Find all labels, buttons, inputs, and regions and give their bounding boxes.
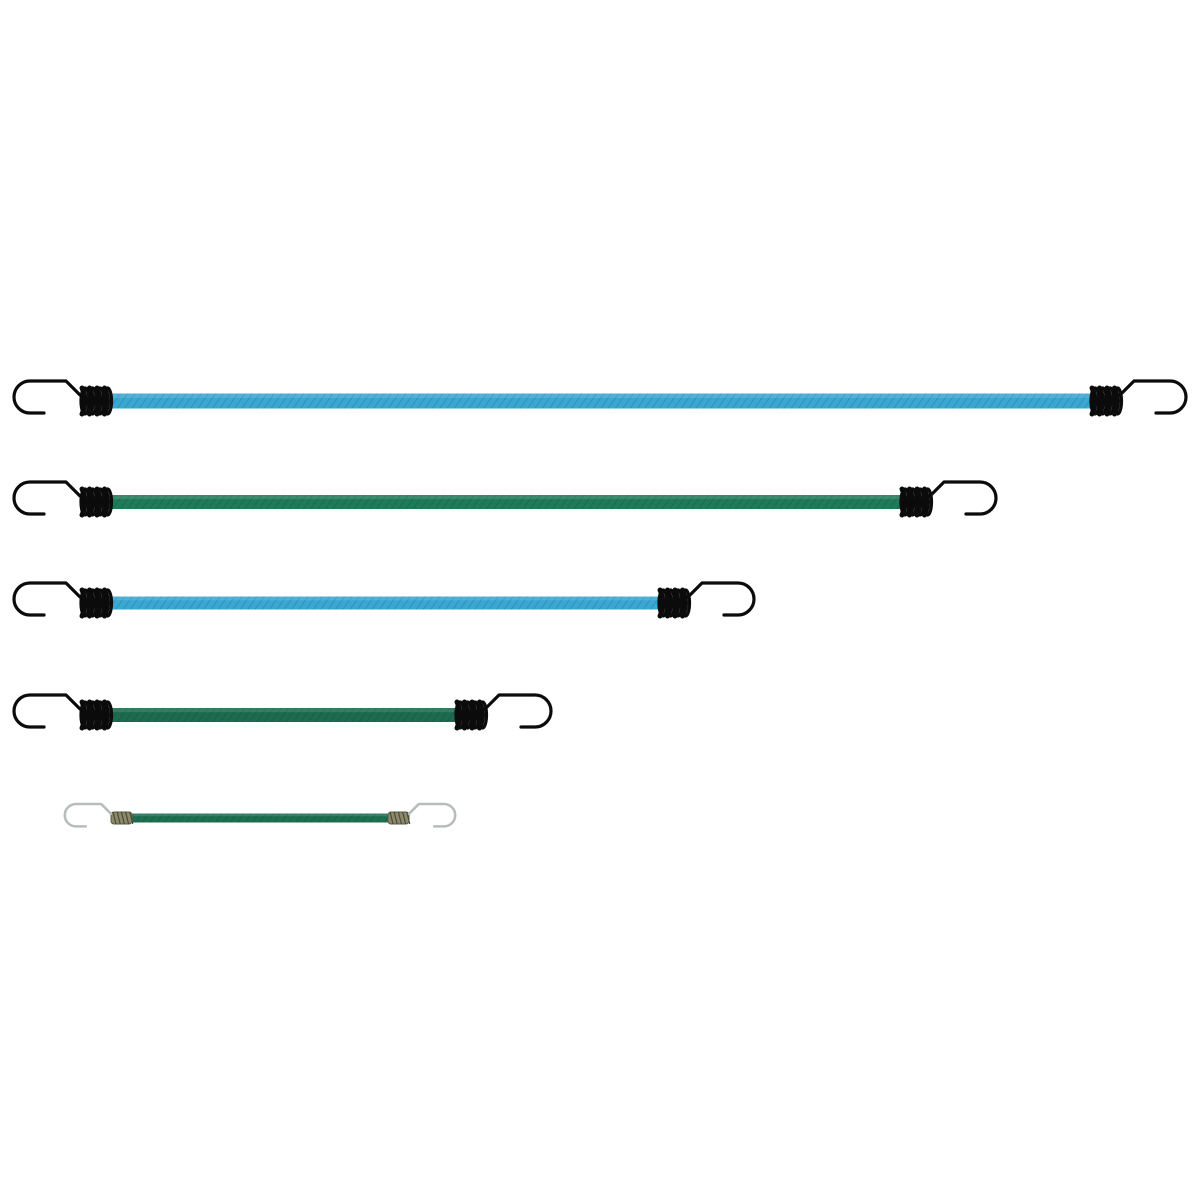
left-hook-icon [12, 693, 114, 731]
bungee-cord-3 [12, 581, 756, 619]
cords-layer [12, 379, 1188, 828]
right-hook-icon [1089, 379, 1188, 417]
bungee-cord-2 [12, 480, 998, 518]
cord-highlight [110, 708, 455, 713]
left-hook-icon [12, 581, 114, 619]
cord-highlight [110, 495, 900, 500]
bungee-cord-1 [12, 379, 1188, 417]
left-hook-icon [12, 379, 114, 417]
left-hook-icon [63, 802, 134, 828]
right-hook-icon [387, 802, 457, 828]
cord-highlight [110, 393, 1090, 398]
left-hook-icon [12, 480, 114, 518]
cord-highlight [110, 596, 658, 601]
bungee-cord-4 [12, 693, 553, 731]
cord-texture [110, 708, 455, 722]
cord-highlight [132, 813, 388, 817]
cord-texture [110, 596, 658, 610]
right-hook-icon [657, 581, 756, 619]
cord-texture [132, 813, 388, 823]
right-hook-icon [454, 693, 553, 731]
cord-texture [110, 495, 900, 509]
right-hook-icon [899, 480, 998, 518]
bungee-cord-5 [63, 802, 457, 828]
cord-texture [110, 393, 1090, 409]
